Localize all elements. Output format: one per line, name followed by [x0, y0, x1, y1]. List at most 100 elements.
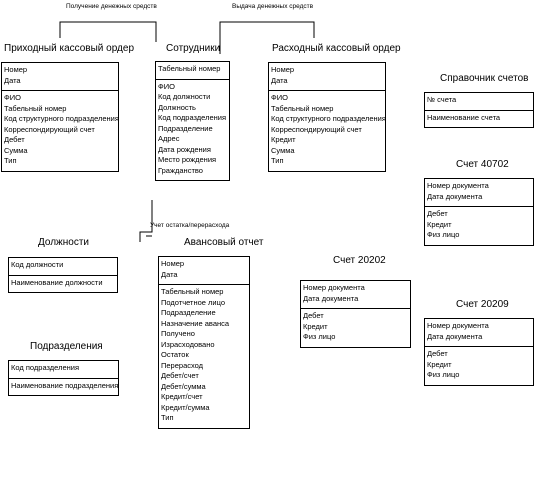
- entity-field: Номер документа: [427, 321, 489, 330]
- key-section: Код подразделения: [9, 361, 118, 379]
- entity-field: Тип: [271, 156, 284, 165]
- key-section: Табельный номер: [156, 62, 229, 80]
- entity-field: Наименование должности: [11, 277, 103, 287]
- entity-field: Получено: [161, 329, 195, 338]
- entity-field: Табельный номер: [271, 103, 334, 113]
- entity-field: ФИО: [271, 93, 288, 102]
- entity-field: Дата документа: [427, 191, 483, 201]
- entity-field: Подотчетное лицо: [161, 297, 225, 307]
- expense-order-title: Расходный кассовый ордер: [272, 43, 401, 54]
- entity-field: Табельный номер: [158, 64, 221, 73]
- entity-field: Корреспондирующий счет: [4, 124, 95, 134]
- entity-field: Дебет/счет: [161, 371, 199, 380]
- entity-field: Должность: [158, 102, 196, 112]
- entity-field: Код подразделения: [158, 113, 227, 122]
- account-20209-title: Счет 20209: [456, 299, 509, 310]
- attribute-section: Наименование подразделения: [9, 379, 118, 396]
- balance-connector: [139, 200, 153, 242]
- payout-link-label: Выдача денежных средств: [232, 3, 314, 10]
- entity-field: Код подразделения: [11, 363, 80, 372]
- departments-title: Подразделения: [30, 341, 103, 352]
- entity-field: Гражданство: [158, 165, 203, 175]
- entity-field: № счета: [427, 95, 457, 104]
- attribute-section: Наименование счета: [425, 111, 533, 128]
- entity-field: Подразделение: [158, 123, 213, 133]
- entity-field: Дебет: [4, 135, 25, 144]
- receipt-connector: [59, 21, 157, 42]
- entity-field: Кредит/счет: [161, 392, 203, 401]
- attribute-section: Наименование должности: [9, 276, 117, 293]
- entity-field: Кредит: [427, 359, 452, 369]
- entity-field: Дебет/сумма: [161, 381, 206, 391]
- entity-field: Перерасход: [161, 360, 204, 370]
- entity-field: Физ лицо: [427, 370, 460, 379]
- entity-field: Дата документа: [303, 293, 359, 303]
- advance-report-title: Авансовый отчет: [184, 237, 264, 248]
- entity-field: Код должности: [158, 92, 211, 101]
- entity-field: Дата: [161, 269, 178, 279]
- entity-field: Дебет: [427, 349, 448, 358]
- entity-field: Номер: [161, 259, 185, 268]
- account-20202-title: Счет 20202: [333, 255, 386, 266]
- entity-field: Номер: [271, 65, 295, 74]
- entity-field: Кредит: [427, 219, 452, 229]
- entity-field: Кредит: [271, 135, 296, 144]
- payout-connector: [219, 21, 315, 54]
- entity-field: Код структурного подразделения: [4, 114, 119, 123]
- receipt-order-title: Приходный кассовый ордер: [4, 43, 135, 54]
- entity-field: Номер документа: [303, 283, 365, 292]
- entity-field: ФИО: [4, 93, 21, 102]
- positions-title: Должности: [38, 237, 90, 248]
- entity-field: Израсходовано: [161, 339, 215, 349]
- entity-field: Код должности: [11, 260, 64, 269]
- entity-field: Наименование подразделения: [11, 380, 119, 390]
- accounts-ref-title: Справочник счетов: [440, 73, 529, 84]
- entity-field: Дата документа: [427, 331, 483, 341]
- entity-field: Дата: [271, 75, 288, 85]
- entity-field: Дата рождения: [158, 144, 211, 154]
- entity-field: Код структурного подразделения: [271, 114, 386, 123]
- balance-link-label: Учет остатка/перерасхода: [150, 222, 230, 229]
- entity-field: Тип: [4, 156, 17, 165]
- receipt-link-label: Получение денежных средств: [66, 3, 157, 10]
- entity-field: Кредит: [303, 321, 328, 331]
- key-section: Код должности: [9, 258, 117, 276]
- entity-field: Номер: [4, 65, 28, 74]
- key-section: № счета: [425, 93, 533, 111]
- entity-field: Подразделение: [161, 308, 216, 317]
- entity-field: Физ лицо: [303, 332, 336, 341]
- entity-field: Физ лицо: [427, 230, 460, 239]
- entity-field: Дебет: [303, 311, 324, 320]
- entity-field: Назначение аванса: [161, 318, 230, 328]
- employees-title: Сотрудники: [166, 43, 221, 54]
- entity-field: ФИО: [158, 81, 175, 91]
- entity-field: Адрес: [158, 134, 180, 143]
- entity-field: Корреспондирующий счет: [271, 124, 362, 134]
- entity-field: Номер документа: [427, 181, 489, 190]
- entity-field: Наименование счета: [427, 112, 501, 122]
- entity-field: Кредит/сумма: [161, 402, 210, 412]
- entity-field: Табельный номер: [161, 287, 224, 296]
